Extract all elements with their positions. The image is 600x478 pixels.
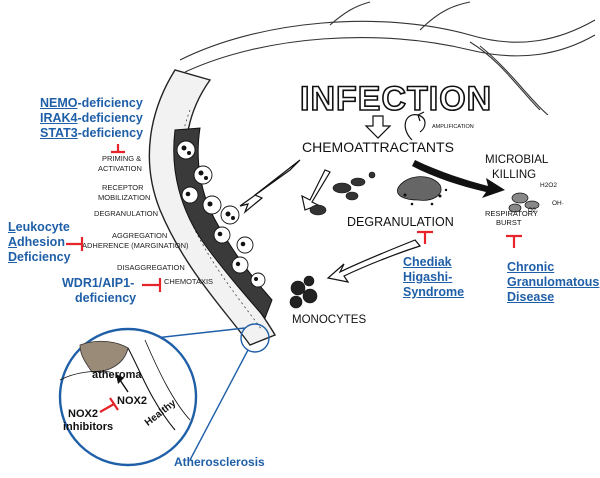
degranulating-cell (397, 176, 448, 206)
atheroma-label: atheroma (92, 369, 142, 381)
nemo-deficiency-label: NEMO-deficiency (40, 96, 143, 110)
microbial-label: MICROBIAL (485, 154, 549, 166)
h2o2-label: H2O2 (540, 182, 557, 189)
stage-activation: ACTIVATION (98, 164, 142, 173)
stage-priming: PRIMING & (102, 154, 141, 163)
stage-chemotaxis: CHEMOTAXIS (164, 277, 213, 286)
respiratory-label: RESPIRATORY (485, 209, 538, 218)
cgd-disease-label: Disease (507, 290, 555, 304)
oh-label: OH· (552, 200, 564, 207)
tree-branch-illustration (179, 1, 596, 116)
degranulation-label: DEGRANULATION (347, 215, 454, 229)
killing-label: KILLING (492, 169, 536, 181)
wdr1-deficiency-label: deficiency (75, 291, 137, 305)
syndrome-label: Syndrome (403, 285, 465, 299)
killing-arrow (412, 160, 505, 198)
inhibition-markers (66, 144, 522, 292)
atherosclerosis-label: Atherosclerosis (174, 455, 265, 469)
o2-label: O2· (528, 208, 538, 214)
monocytes-label: MONOCYTES (292, 314, 366, 326)
stage-aggregation: AGGREGATION (112, 231, 167, 240)
nox2-inhibitors-line1: NOX2 (68, 408, 98, 420)
chemoattractant-cells (309, 171, 376, 216)
infection-label: INFECTION (300, 80, 492, 118)
chediak-label: Chediak (403, 255, 452, 269)
stage-disaggregation: DISAGGREGATION (117, 263, 185, 272)
stage-adherence: ADHERENCE (MARGINATION) (82, 241, 189, 250)
chemoattractants-label: CHEMOATTRACTANTS (302, 139, 454, 155)
stage-mobilization: MOBILIZATION (98, 193, 150, 202)
stat3-deficiency-label: STAT3-deficiency (40, 126, 144, 140)
lad-leukocyte-label: Leukocyte (8, 220, 70, 234)
burst-label: BURST (496, 218, 522, 227)
lad-deficiency-label: Deficiency (8, 250, 71, 264)
higashi-label: Higashi- (403, 270, 453, 284)
atherosclerosis-inset (58, 327, 198, 467)
lad-adhesion-label: Adhesion (8, 235, 65, 249)
stage-receptor: RECEPTOR (102, 183, 144, 192)
cgd-granulomatous-label: Granulomatous (507, 275, 600, 289)
blood-vessel-illustration (148, 69, 277, 346)
stage-degranulation: DEGRANULATION (94, 209, 158, 218)
monocyte-cells (289, 275, 318, 309)
nox2-label: NOX2 (117, 395, 147, 407)
microbe-cluster (508, 192, 540, 213)
nox2-inhibitors-line2: inhibitors (63, 421, 114, 433)
flow-arrows (239, 111, 426, 283)
wdr1-label: WDR1/AIP1- (62, 276, 135, 290)
amplification-label: AMPLIFICATION (432, 124, 474, 130)
cgd-chronic-label: Chronic (507, 260, 555, 274)
irak4-deficiency-label: IRAK4-deficiency (40, 111, 143, 125)
